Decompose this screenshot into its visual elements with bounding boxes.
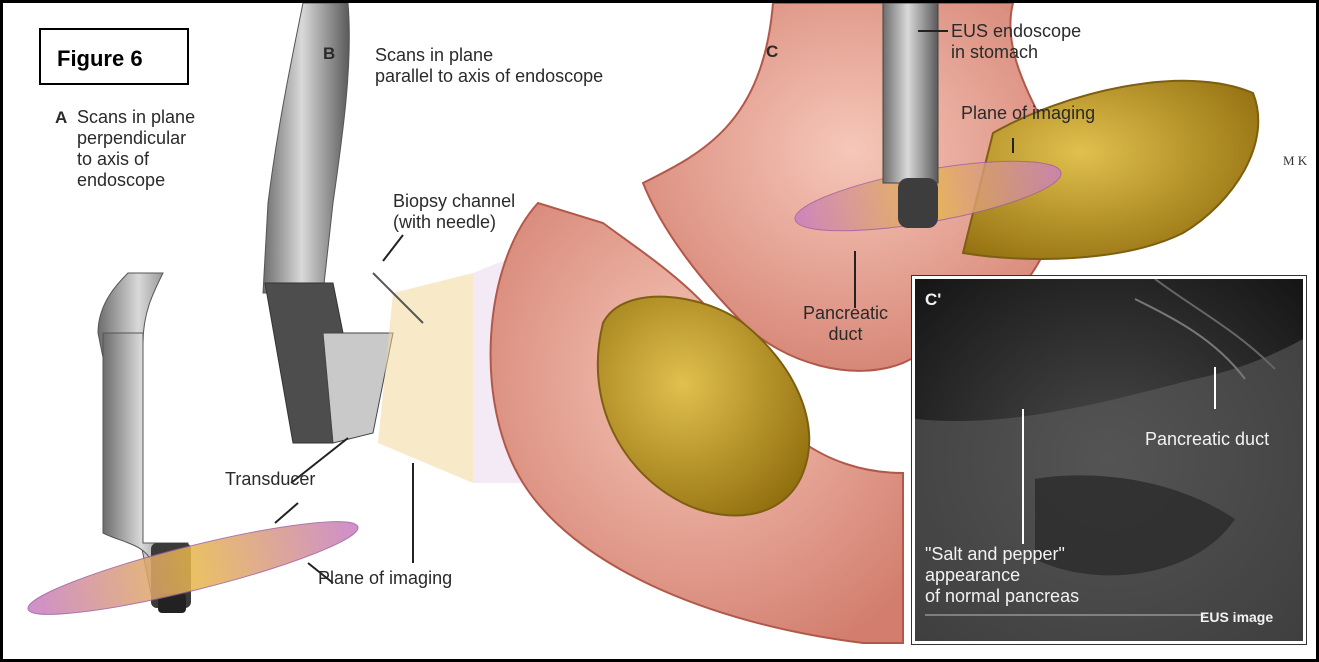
panel-c-prime-letter: C' [925, 289, 941, 310]
eus-endoscope-label: EUS endoscope in stomach [951, 21, 1081, 63]
panel-b-letter: B [323, 43, 335, 64]
panel-a-caption: Scans in plane perpendicular to axis of … [77, 107, 195, 191]
eus-image-inset: C' Pancreatic duct "Salt and pepper" app… [912, 276, 1306, 644]
pancreatic-duct-label-us: Pancreatic duct [1145, 429, 1269, 450]
artist-signature: M K [1283, 155, 1307, 167]
pancreatic-duct-label-c: Pancreatic duct [803, 303, 888, 345]
panel-b-caption: Scans in plane parallel to axis of endos… [375, 45, 603, 87]
salt-pepper-label: "Salt and pepper" appearance of normal p… [925, 544, 1079, 607]
plane-of-imaging-label-c: Plane of imaging [961, 103, 1095, 124]
eus-image-label: EUS image [1200, 607, 1273, 628]
transducer-label: Transducer [225, 469, 315, 490]
panel-c-letter: C [766, 41, 778, 62]
biopsy-channel-label: Biopsy channel (with needle) [393, 191, 515, 233]
plane-of-imaging-label-b: Plane of imaging [318, 568, 452, 589]
figure-label: Figure 6 [39, 28, 189, 85]
panel-a-letter: A [55, 107, 67, 128]
